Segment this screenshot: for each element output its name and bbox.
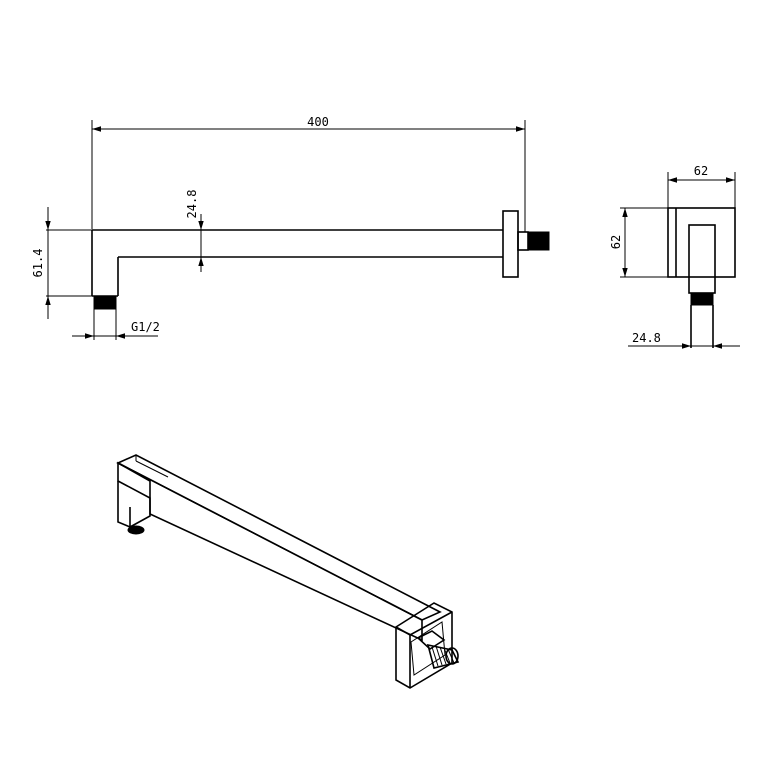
outlet-thread-iso — [127, 525, 145, 535]
nipple-iso — [416, 630, 446, 651]
dim-side-arm-label: 24.8 — [632, 331, 661, 345]
side-arm — [688, 224, 716, 294]
dim-length-label: 400 — [307, 115, 329, 129]
inlet-thread — [527, 231, 550, 251]
front-view: 400 61.4 24.8 G1/2 — [31, 115, 550, 340]
inlet-thread-iso — [426, 643, 460, 669]
dim-arm-thickness-label: 24.8 — [185, 190, 199, 219]
isometric-view — [116, 454, 460, 689]
side-view: 62 62 24.8 — [609, 164, 740, 349]
arm-outline — [91, 229, 503, 297]
side-thread — [690, 292, 714, 306]
dim-thread-label: G1/2 — [131, 320, 160, 334]
outlet-thread — [93, 295, 117, 310]
arm-front-face — [117, 461, 423, 642]
side-flange — [667, 207, 736, 278]
wall-flange — [502, 210, 519, 278]
inlet-nipple-base — [517, 231, 529, 251]
arm-drop — [117, 462, 151, 529]
dim-height-label: 61.4 — [31, 249, 45, 278]
dim-flange-width-label: 62 — [694, 164, 708, 178]
dim-flange-height-label: 62 — [609, 235, 623, 249]
arm-top-face — [116, 454, 442, 621]
